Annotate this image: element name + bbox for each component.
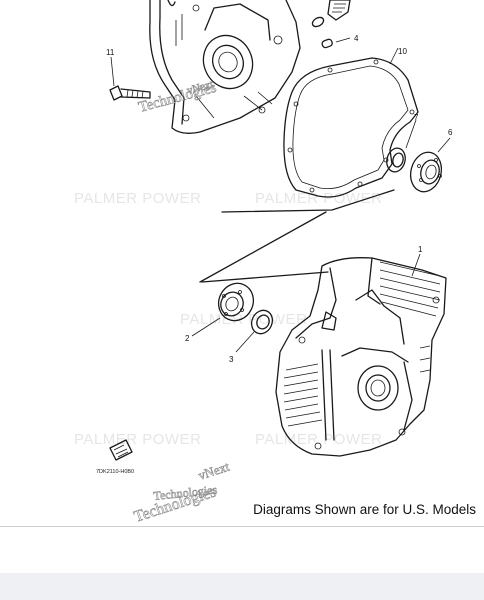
crankcase (275, 253, 447, 457)
bearing-lower (191, 282, 255, 337)
svg-text:Technologies: Technologies (137, 80, 218, 116)
drain-plug (327, 0, 351, 21)
reference-icon (109, 439, 133, 461)
callout-3: 3 (229, 355, 234, 364)
diagram-caption: Diagrams Shown are for U.S. Models (253, 502, 476, 517)
watermark-brand: PALMER POWER (74, 190, 201, 207)
divider (0, 526, 484, 527)
vnext-watermark: vNext Technologies vNext Technologies Te… (132, 78, 232, 526)
oil-seal-upper (386, 119, 417, 173)
callout-labels: 11 4 10 7 6 1 2 3 (106, 34, 453, 364)
bolt (109, 56, 151, 101)
callout-10: 10 (398, 47, 407, 56)
svg-text:vNext: vNext (196, 459, 231, 483)
watermark-brand: PALMER POWER (255, 431, 382, 448)
callout-6: 6 (448, 128, 453, 137)
watermark-brand: PALMER POWER (180, 311, 307, 328)
callout-4: 4 (354, 34, 359, 43)
callout-11: 11 (106, 48, 115, 57)
oil-seal-lower (235, 309, 274, 353)
gasket (283, 47, 419, 198)
watermark-brand: PALMER POWER (74, 431, 201, 448)
dowel-pin (321, 37, 351, 49)
alignment-guide (199, 189, 395, 283)
callout-1: 1 (418, 245, 423, 254)
exploded-view-drawing: PALMER POWER PALMER POWER PALMER POWER P… (74, 0, 453, 526)
bearing-upper (409, 137, 451, 193)
callout-7: 7 (414, 113, 419, 122)
callout-2: 2 (185, 334, 190, 343)
crankcase-cover (149, 0, 301, 134)
footer-band (0, 573, 484, 600)
o-ring (311, 16, 325, 28)
drawing-code: 7DK2110-H0B0 (96, 469, 134, 475)
watermark-brand: PALMER POWER (255, 190, 382, 207)
svg-text:Technologies: Technologies (153, 482, 218, 503)
parts-diagram: PALMER POWER PALMER POWER PALMER POWER P… (74, 0, 453, 526)
